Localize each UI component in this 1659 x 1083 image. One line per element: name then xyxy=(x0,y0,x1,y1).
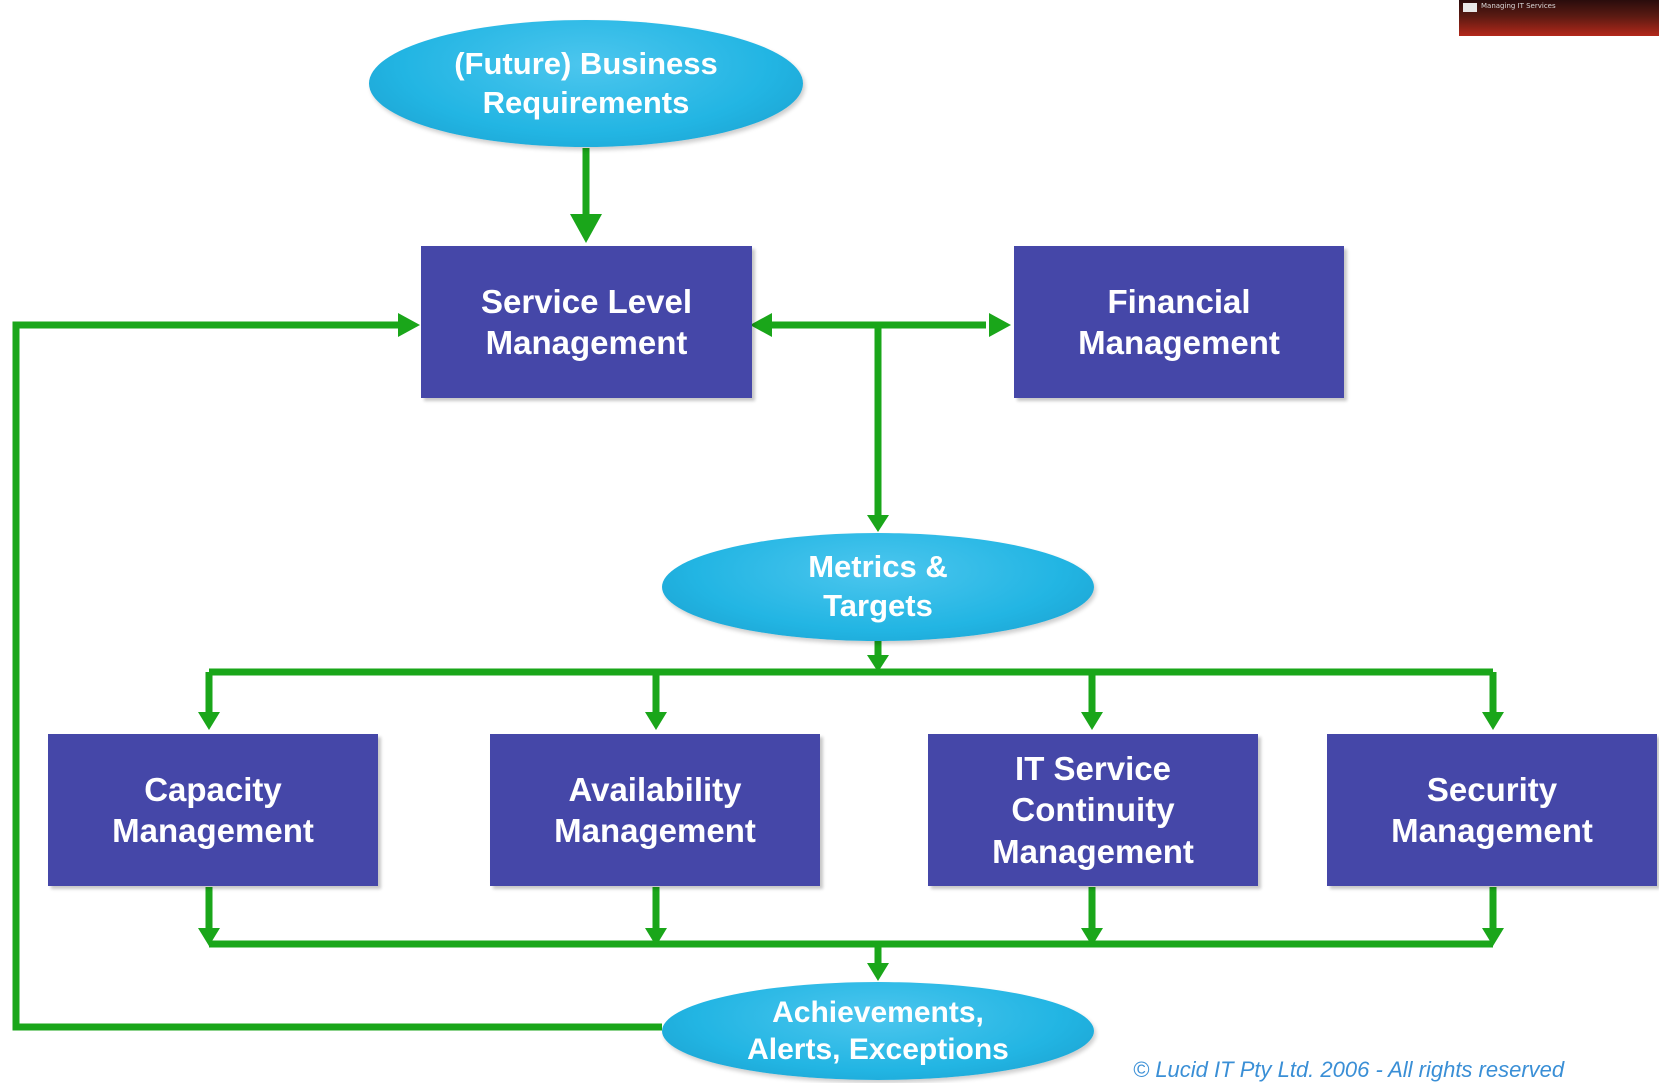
feedback-loop xyxy=(12,321,662,1031)
arrowhead-bus-capacity xyxy=(198,928,220,946)
company-logo: Managing IT Services xyxy=(1459,0,1659,36)
arrowhead-capacity xyxy=(198,712,220,730)
metrics-targets-node: Metrics & Targets xyxy=(662,533,1094,641)
arrowhead-to-slm xyxy=(570,214,602,243)
security-management-node: Security Management xyxy=(1327,734,1657,886)
service-level-management-node: Service Level Management xyxy=(421,246,752,398)
arrowhead-left-slm xyxy=(750,313,772,337)
arrowhead-feedback-slm xyxy=(398,313,420,337)
arrowhead-bus-security xyxy=(1482,928,1504,946)
availability-management-node: Availability Management xyxy=(490,734,820,886)
copyright-notice: © Lucid IT Pty Ltd. 2006 - All rights re… xyxy=(1133,1057,1565,1082)
arrowhead-availability xyxy=(645,712,667,730)
logo-tagline: Managing IT Services xyxy=(1481,2,1556,10)
arrowhead-metrics-bus xyxy=(867,655,889,672)
arrowhead-to-metrics xyxy=(867,515,889,532)
arrowhead-bus-continuity xyxy=(1081,928,1103,946)
arrowhead-right-financial xyxy=(989,313,1011,337)
arrowhead-to-achievements xyxy=(867,963,889,981)
it-service-continuity-management-node: IT Service Continuity Management xyxy=(928,734,1258,886)
arrowhead-continuity xyxy=(1081,712,1103,730)
achievements-alerts-exceptions-node: Achievements, Alerts, Exceptions xyxy=(662,982,1094,1080)
capacity-management-node: Capacity Management xyxy=(48,734,378,886)
lucid-it-logo-icon xyxy=(1463,3,1477,12)
business-requirements-node: (Future) Business Requirements xyxy=(369,20,803,147)
arrowhead-bus-availability xyxy=(645,928,667,946)
arrowhead-security xyxy=(1482,712,1504,730)
financial-management-node: Financial Management xyxy=(1014,246,1344,398)
